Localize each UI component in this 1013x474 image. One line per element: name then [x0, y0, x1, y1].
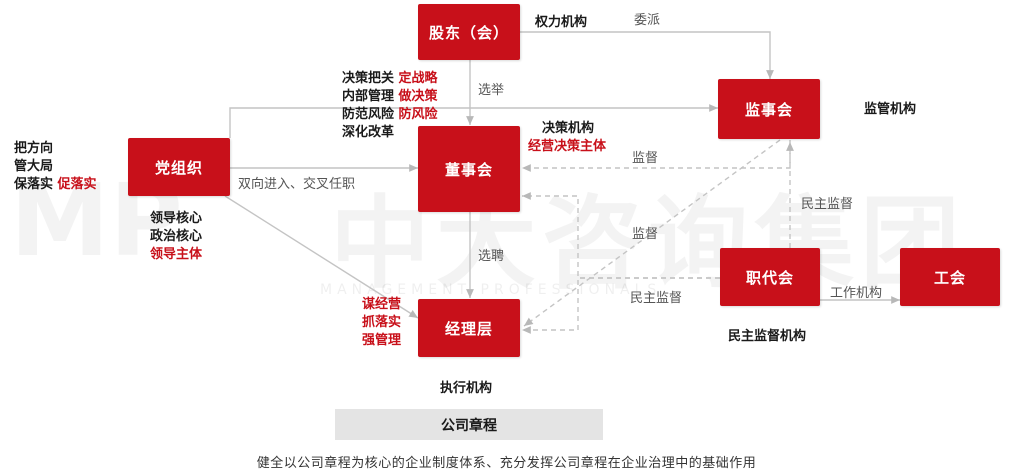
- label-supervise-1: 监督: [632, 151, 659, 166]
- label-elect: 选举: [478, 83, 505, 98]
- label-decision-body: 决策机构: [542, 121, 595, 136]
- node-union: 工会: [900, 248, 1000, 306]
- watermark-subtext: MANAGEMENT PROFESSIONALS: [320, 282, 662, 298]
- node-board: 董事会: [418, 126, 520, 212]
- edge-democratic-board: [522, 192, 720, 279]
- node-shareholders: 股东（会）: [418, 4, 520, 60]
- management-duty-1: 谋经营: [362, 297, 402, 312]
- party-below-line-2: 政治核心: [150, 229, 203, 244]
- label-democratic-supervise-2: 民主监督: [630, 291, 683, 306]
- edge-appoint: [520, 31, 774, 79]
- party-below-line-3: 领导主体: [150, 247, 203, 262]
- party-left-notes: 把方向 管大局 保落实 促落实: [14, 140, 97, 194]
- label-decision-body-sub: 经营决策主体: [528, 139, 607, 154]
- edge-supervise-management: [523, 139, 781, 327]
- label-execution-body: 执行机构: [440, 381, 493, 396]
- label-hire: 选聘: [478, 249, 505, 264]
- label-supervise-2: 监督: [632, 227, 659, 242]
- label-two-way: 双向进入、交叉任职: [238, 177, 356, 192]
- party-left-line-2: 管大局: [14, 159, 54, 174]
- node-management: 经理层: [418, 299, 520, 357]
- board-duties: 决策把关 定战略 内部管理 做决策 防范风险 防风险 深化改革: [342, 70, 438, 142]
- edge-party-management: [224, 195, 419, 319]
- edge-democratic-management: [522, 277, 720, 334]
- label-power-body: 权力机构: [535, 15, 588, 30]
- management-duty-3: 强管理: [362, 333, 402, 348]
- label-work-body: 工作机构: [830, 286, 883, 301]
- board-duty-2: 内部管理 做决策: [342, 89, 438, 104]
- management-duties: 谋经营 抓落实 强管理: [362, 296, 401, 350]
- label-democratic-supervise-1: 民主监督: [801, 197, 854, 212]
- board-duty-4: 深化改革: [342, 125, 395, 140]
- party-left-line-3: 保落实 促落实: [14, 177, 97, 192]
- board-duty-3: 防范风险 防风险: [342, 107, 438, 122]
- caption: 健全以公司章程为核心的企业制度体系、充分发挥公司章程在企业治理中的基础作用: [256, 456, 757, 471]
- label-appoint: 委派: [634, 13, 661, 28]
- board-duty-1: 决策把关 定战略: [342, 71, 438, 86]
- label-democratic-body: 民主监督机构: [728, 329, 807, 344]
- node-supervisory-board: 监事会: [718, 79, 820, 139]
- party-left-line-1: 把方向: [14, 141, 54, 156]
- edge-board-supervisory: [229, 104, 718, 138]
- node-party: 党组织: [128, 138, 230, 196]
- label-supervision-body: 监管机构: [864, 102, 917, 117]
- charter-bar: 公司章程: [335, 409, 603, 440]
- party-below-line-1: 领导核心: [150, 211, 203, 226]
- management-duty-2: 抓落实: [362, 315, 402, 330]
- party-below-notes: 领导核心 政治核心 领导主体: [150, 210, 202, 264]
- node-workers-congress: 职代会: [720, 248, 820, 306]
